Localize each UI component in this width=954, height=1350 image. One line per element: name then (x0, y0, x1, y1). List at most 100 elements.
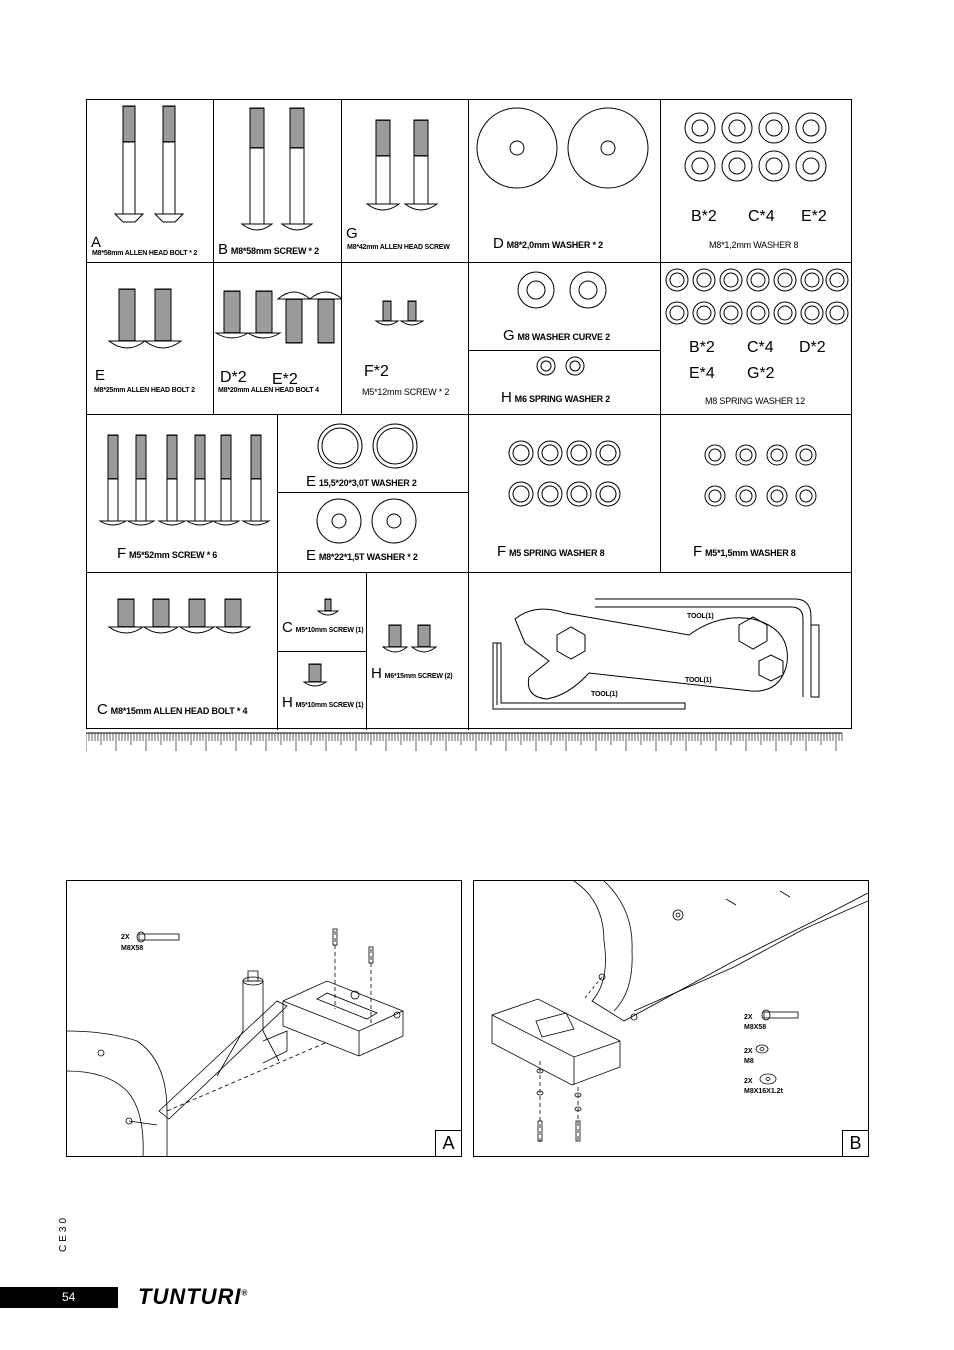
part-letter: E (306, 473, 316, 490)
hardware-qty: 2X (744, 1014, 753, 1021)
part-cell-washers: B*2 C*4 E*2 M8*1,2mm WASHER 8 (661, 100, 851, 263)
assembly-drawing-b (491, 881, 868, 1143)
screw-drawing (302, 663, 328, 687)
part-description: M8*25mm ALLEN HEAD BOLT 2 (94, 387, 195, 394)
part-code: D*2 (799, 339, 826, 356)
washer-drawing (476, 107, 649, 189)
part-letter: F (497, 543, 506, 560)
part-cell-de: D*2 E*2 M8*20mm ALLEN HEAD BOLT 4 (214, 263, 342, 415)
brand-name: TUNTURI (138, 1284, 242, 1309)
screw-drawing (365, 119, 439, 211)
hardware-qty: 2X (744, 1078, 753, 1085)
part-description: M8*42mm ALLEN HEAD SCREW (347, 244, 450, 251)
bolt-drawing (107, 598, 252, 634)
page-number: 54 (0, 1287, 118, 1308)
hardware-qty: 2X (121, 934, 130, 941)
part-code: E*4 (689, 365, 715, 382)
bolt-drawing (113, 105, 185, 223)
hardware-spec: M8X58 (121, 945, 144, 952)
part-code: G*2 (747, 365, 775, 382)
washer-drawing (684, 112, 827, 182)
spring-washer-drawing (665, 268, 849, 325)
part-letter: F (117, 545, 126, 562)
part-description: M5*52mm SCREW * 6 (128, 550, 218, 560)
screw-drawing (374, 300, 425, 326)
panel-letter: B (842, 1130, 868, 1156)
part-description: M5 SPRING WASHER 8 (508, 548, 605, 558)
part-code: B*2 (691, 208, 717, 225)
part-description: M5*12mm SCREW * 2 (362, 387, 450, 397)
hardware-qty: 2X (744, 1048, 753, 1055)
measurement-ruler (86, 732, 843, 751)
part-letter: B (218, 241, 228, 258)
part-letter: C (97, 701, 108, 718)
part-code: F*2 (364, 363, 389, 380)
part-description: M8*1,2mm WASHER 8 (709, 240, 799, 250)
part-letter: H (371, 665, 382, 682)
hardware-spec: M8 (744, 1058, 754, 1065)
part-description: M6*15mm SCREW (2) (384, 673, 453, 680)
part-code: D*2 (220, 369, 247, 386)
part-description: M8*20mm ALLEN HEAD BOLT 4 (218, 387, 319, 394)
part-description: M8*22*1,5T WASHER * 2 (318, 552, 418, 562)
screw-drawing (98, 434, 271, 526)
tool-label: TOOL(1) (591, 691, 618, 698)
part-description: M5*10mm SCREW (1) (295, 702, 364, 709)
part-letter: C (282, 619, 293, 636)
part-description: M8 WASHER CURVE 2 (517, 332, 610, 342)
washer-drawing (316, 498, 417, 544)
model-name: CE30 (58, 1214, 69, 1252)
assembly-drawing-a (67, 928, 404, 1156)
part-cell-a: A M8*58mm ALLEN HEAD BOLT * 2 (87, 100, 214, 263)
part-description: M8*58mm SCREW * 2 (230, 246, 319, 256)
part-cell-spring-washers: B*2 C*4 D*2 E*4 G*2 M8 SPRING WASHER 12 (661, 263, 851, 415)
part-code: C*4 (748, 208, 775, 225)
screw-drawing (240, 107, 314, 231)
part-cell-f-small: F*2 M5*12mm SCREW * 2 (342, 263, 469, 415)
part-description: M8*2,0mm WASHER * 2 (506, 240, 603, 250)
bolt-drawing (214, 290, 342, 344)
part-letter: E (306, 547, 316, 564)
part-description: M8*15mm ALLEN HEAD BOLT * 4 (110, 706, 248, 716)
part-letter: H (282, 694, 293, 711)
part-letter: E (95, 367, 105, 384)
washer-drawing (536, 356, 585, 376)
part-code: B*2 (689, 339, 715, 356)
brand-logo: TUNTURI® (138, 1284, 248, 1310)
part-letter: A (91, 234, 101, 251)
part-cell-g: G M8*42mm ALLEN HEAD SCREW (342, 100, 469, 263)
tools-drawing (492, 598, 820, 710)
part-description: M8 SPRING WASHER 12 (705, 396, 805, 406)
assembly-panel-a: 2X M8X58 A (66, 880, 462, 1157)
part-letter: H (501, 389, 512, 406)
washer-drawing (317, 423, 418, 469)
part-description: M8*58mm ALLEN HEAD BOLT * 2 (92, 250, 198, 257)
screw-drawing (381, 624, 438, 653)
screw-drawing (316, 598, 340, 616)
washer-drawing (517, 271, 607, 309)
spring-washer-drawing (508, 440, 621, 507)
assembly-panel-b: 2X M8X58 2X M8 2X M8X16X1.2t B (473, 880, 869, 1157)
tool-label: TOOL(1) (685, 677, 712, 684)
part-code: E*2 (272, 371, 298, 388)
part-cell-e: E M8*25mm ALLEN HEAD BOLT 2 (87, 263, 214, 415)
bolt-drawing (107, 288, 183, 349)
part-description: M5*1,5mm WASHER 8 (704, 548, 796, 558)
part-description: 15,5*20*3,0T WASHER 2 (318, 478, 417, 488)
registered-mark: ® (241, 1288, 249, 1298)
part-description: M5*10mm SCREW (1) (295, 627, 364, 634)
part-cell-tools: TOOL(1) TOOL(1) TOOL(1) (469, 573, 851, 730)
